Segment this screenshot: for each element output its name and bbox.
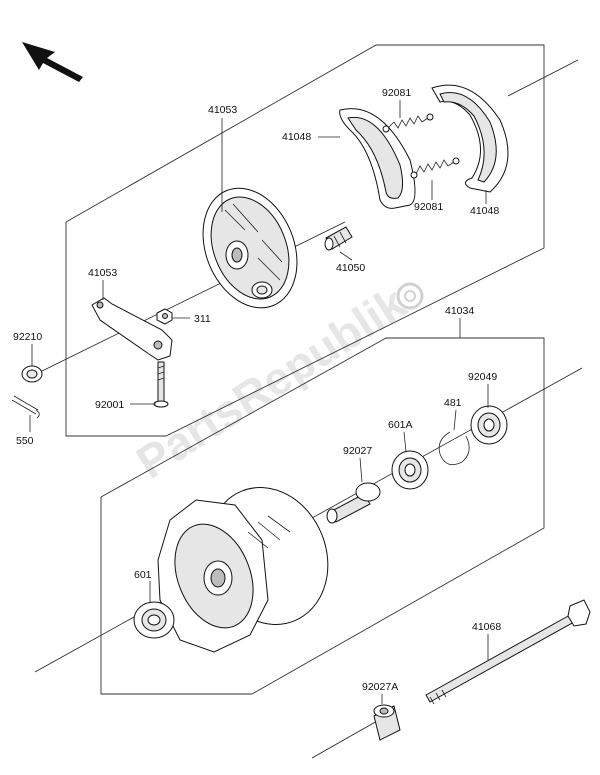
label-92049: 92049	[468, 371, 497, 383]
label-92027: 92027	[343, 445, 372, 457]
label-550: 550	[16, 435, 34, 447]
label-41050: 41050	[336, 262, 365, 274]
seal-92210	[21, 365, 43, 383]
seal-92049	[470, 405, 508, 445]
label-92027A: 92027A	[362, 681, 398, 693]
label-92210: 92210	[13, 331, 42, 343]
bearing-601	[133, 601, 175, 639]
bearing-601A	[391, 450, 429, 490]
brake-panel-frame	[65, 44, 545, 437]
label-41053-lever: 41053	[88, 267, 117, 279]
wheel-hub	[157, 487, 329, 653]
label-41034: 41034	[445, 305, 474, 317]
cotter-pin-550	[11, 395, 40, 419]
collar-92027A	[373, 704, 401, 741]
brake-lever	[91, 297, 173, 361]
spacer-92027	[326, 482, 381, 524]
label-41048-left: 41048	[282, 131, 311, 143]
label-92001: 92001	[95, 399, 124, 411]
label-481: 481	[444, 397, 462, 409]
shoe-axis-line	[507, 59, 579, 97]
leader-lines	[29, 100, 489, 704]
watermark-gear-icon	[396, 282, 424, 310]
label-92081-top: 92081	[382, 87, 411, 99]
label-601A: 601A	[388, 419, 413, 431]
bolt-92001	[153, 361, 169, 408]
collar-axis-line	[311, 715, 387, 759]
nut	[156, 308, 173, 325]
label-601: 601	[134, 569, 152, 581]
brake-camshaft	[324, 226, 353, 251]
brake-shoe-right	[431, 84, 509, 193]
direction-arrow-icon	[22, 42, 83, 82]
spring-top	[382, 113, 434, 133]
label-41053-top: 41053	[208, 104, 237, 116]
label-311: 311	[194, 313, 211, 325]
label-41068: 41068	[472, 621, 501, 633]
part-labels: 41053 41048 92081 92081 41048 41050 4105…	[13, 87, 501, 693]
label-41048-right: 41048	[470, 205, 499, 217]
brake-shoe-left	[339, 108, 416, 209]
circlip-481	[438, 431, 470, 466]
label-92081-bottom: 92081	[414, 201, 443, 213]
hub-frame	[100, 337, 545, 695]
spring-bottom	[410, 157, 460, 179]
axle-41068	[425, 599, 591, 705]
brake-panel	[202, 187, 298, 309]
